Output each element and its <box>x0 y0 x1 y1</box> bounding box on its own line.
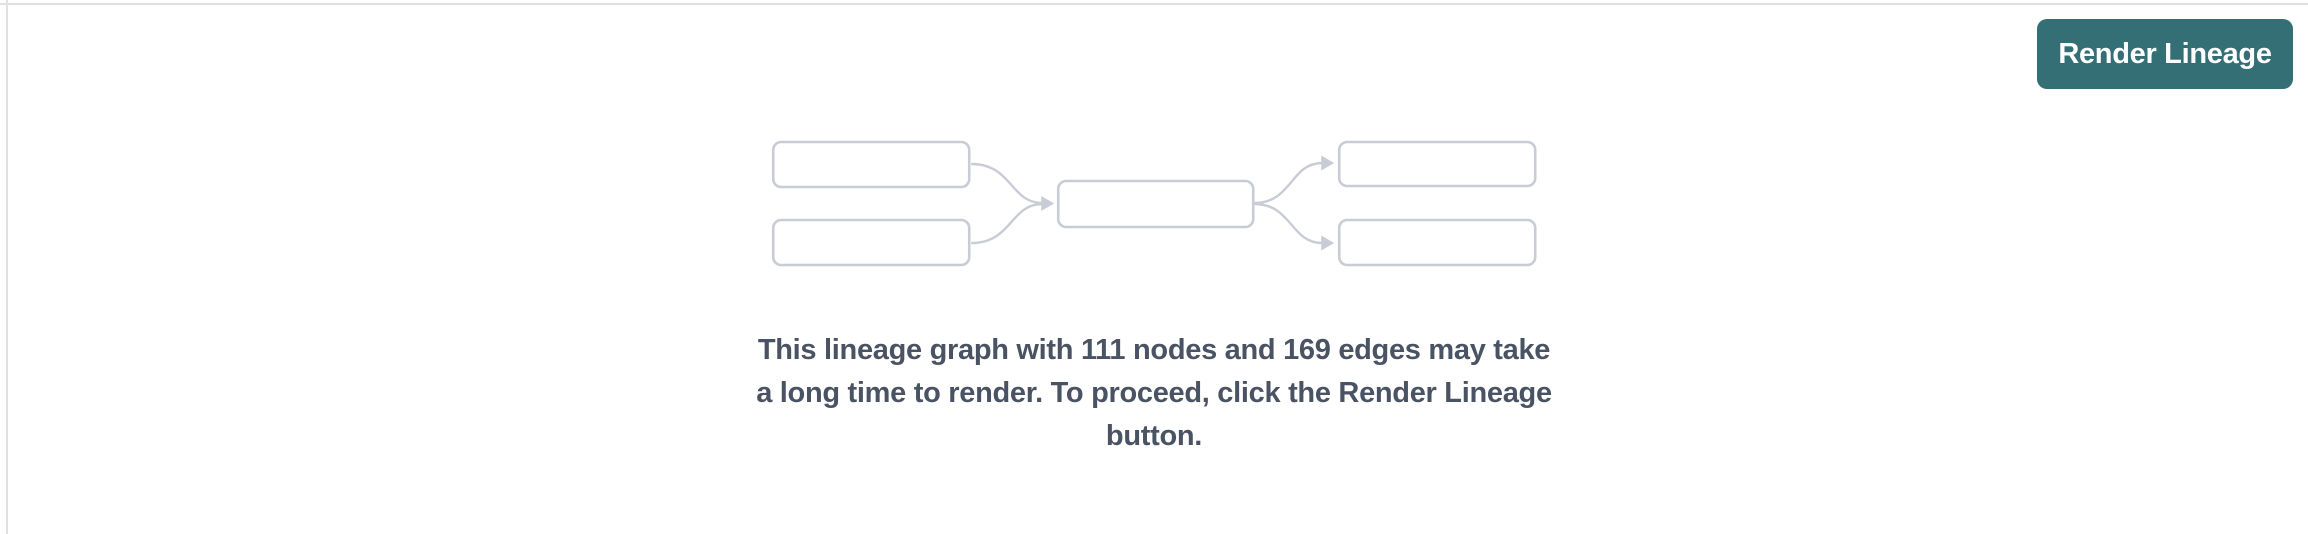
lineage-arrowhead-icon <box>1041 196 1054 211</box>
lineage-warning-line-3: button. <box>1105 420 1203 452</box>
lineage-placeholder: This lineage graph with 111 nodes and 16… <box>756 139 1552 458</box>
lineage-node-box <box>771 140 971 189</box>
lineage-warning-line-1: This lineage graph with 111 nodes and 16… <box>757 334 1551 366</box>
render-lineage-button[interactable]: Render Lineage <box>2037 19 2293 89</box>
panel-left-border <box>6 0 8 534</box>
lineage-warning-message: This lineage graph with 111 nodes and 16… <box>756 329 1552 458</box>
lineage-node-box <box>1056 179 1255 229</box>
lineage-node-box <box>1337 140 1537 188</box>
lineage-edge-arrow <box>970 202 1043 245</box>
lineage-arrowhead-icon <box>1321 155 1334 171</box>
lineage-arrowhead-icon <box>1321 235 1334 251</box>
lineage-edge-arrow <box>1253 202 1323 245</box>
lineage-node-box <box>1337 218 1537 267</box>
lineage-edge-arrow <box>1253 161 1323 205</box>
lineage-node-box <box>771 218 971 267</box>
lineage-placeholder-illustration <box>771 140 1537 267</box>
panel-top-border <box>0 3 2308 5</box>
lineage-edge-arrow <box>970 162 1043 205</box>
lineage-warning-line-2: a long time to render. To proceed, click… <box>756 377 1552 409</box>
